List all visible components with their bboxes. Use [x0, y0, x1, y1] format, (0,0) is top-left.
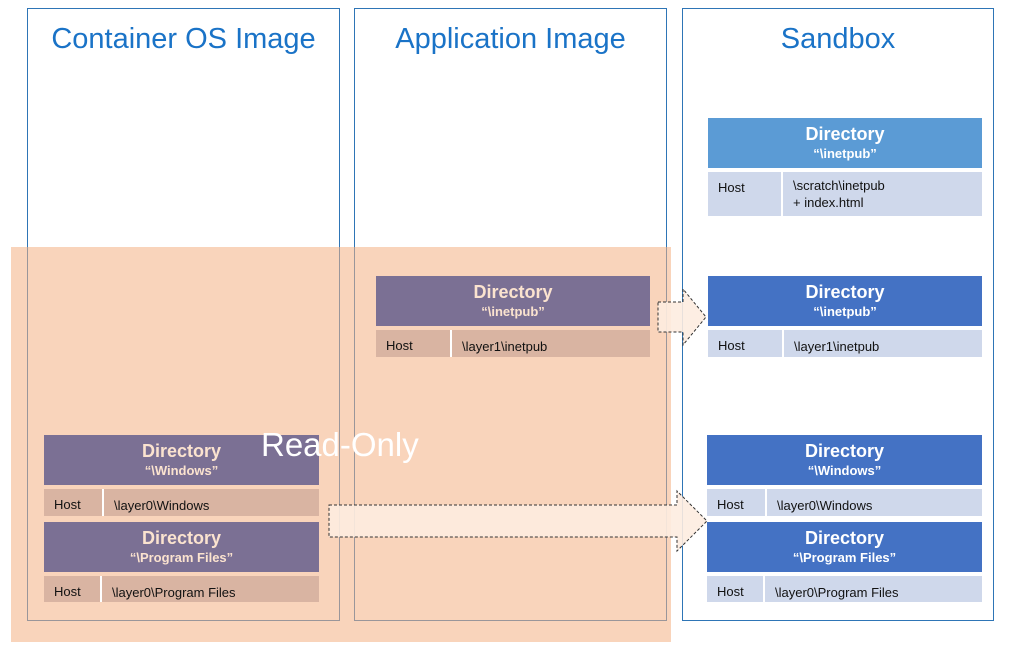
directory-label: Directory [805, 282, 885, 302]
directory-label: Directory [473, 282, 553, 302]
directory-header: Directory “\Program Files” [707, 522, 982, 572]
host-value: \layer0\Windows [114, 498, 210, 513]
host-key: Host [376, 330, 452, 357]
container-os-image-title: Container OS Image [51, 23, 316, 55]
host-key: Host [44, 576, 102, 602]
os-program-files-directory-card: Directory “\Program Files” Host \layer0\… [44, 522, 319, 602]
host-row: Host \layer1\inetpub [708, 330, 982, 357]
host-key: Host [708, 330, 784, 357]
app-inetpub-directory-card: Directory “\inetpub” Host \layer1\inetpu… [376, 276, 650, 357]
directory-label: Directory [141, 528, 222, 548]
directory-header: Directory “\inetpub” [376, 276, 650, 326]
arrow-inetpub-to-sandbox [657, 287, 707, 347]
host-row: Host \layer0\Program Files [44, 576, 319, 602]
host-value: \layer0\Program Files [775, 585, 899, 600]
directory-label: Directory [805, 124, 885, 144]
host-value: \layer1\inetpub [794, 339, 880, 354]
host-row: Host \scratch\inetpub + index.html [708, 172, 982, 216]
directory-path: “\inetpub” [481, 304, 545, 319]
host-row: Host \layer0\Windows [707, 489, 982, 516]
directory-path: “\Windows” [144, 463, 219, 478]
directory-label: Directory [141, 441, 222, 461]
directory-path: “\inetpub” [813, 304, 877, 319]
host-row: Host \layer0\Program Files [707, 576, 982, 602]
directory-path: “\inetpub” [813, 146, 877, 161]
directory-label: Directory [804, 528, 885, 548]
application-image-title: Application Image [395, 23, 626, 55]
os-windows-directory-card: Directory “\Windows” Host \layer0\Window… [44, 435, 319, 516]
host-key: Host [707, 489, 767, 516]
sandbox-windows-directory-card: Directory “\Windows” Host \layer0\Window… [707, 435, 982, 516]
sandbox-inetpub-directory-card: Directory “\inetpub” Host \layer1\inetpu… [708, 276, 982, 357]
host-value: \layer0\Windows [777, 498, 873, 513]
directory-header: Directory “\Windows” [44, 435, 319, 485]
directory-label: Directory [804, 441, 885, 461]
arrow-layer0-to-sandbox [328, 489, 708, 553]
host-value: \layer0\Program Files [112, 585, 236, 600]
directory-header: Directory “\inetpub” [708, 276, 982, 326]
sandbox-program-files-directory-card: Directory “\Program Files” Host \layer0\… [707, 522, 982, 602]
directory-header: Directory “\Program Files” [44, 522, 319, 572]
host-key: Host [44, 489, 104, 516]
host-row: Host \layer0\Windows [44, 489, 319, 516]
directory-header: Directory “\Windows” [707, 435, 982, 485]
host-key: Host [707, 576, 765, 602]
directory-path: “\Windows” [807, 463, 882, 478]
host-row: Host \layer1\inetpub [376, 330, 650, 357]
host-value: \layer1\inetpub [462, 339, 548, 354]
sandbox-title: Sandbox [780, 23, 896, 55]
directory-header: Directory “\inetpub” [708, 118, 982, 168]
directory-path: “\Program Files” [792, 550, 897, 565]
read-only-label: Read-Only [261, 426, 419, 463]
directory-path: “\Program Files” [129, 550, 234, 565]
host-key: Host [708, 172, 783, 216]
host-value: \scratch\inetpub + index.html [793, 178, 885, 210]
sandbox-scratch-directory-card: Directory “\inetpub” Host \scratch\inetp… [708, 118, 982, 216]
